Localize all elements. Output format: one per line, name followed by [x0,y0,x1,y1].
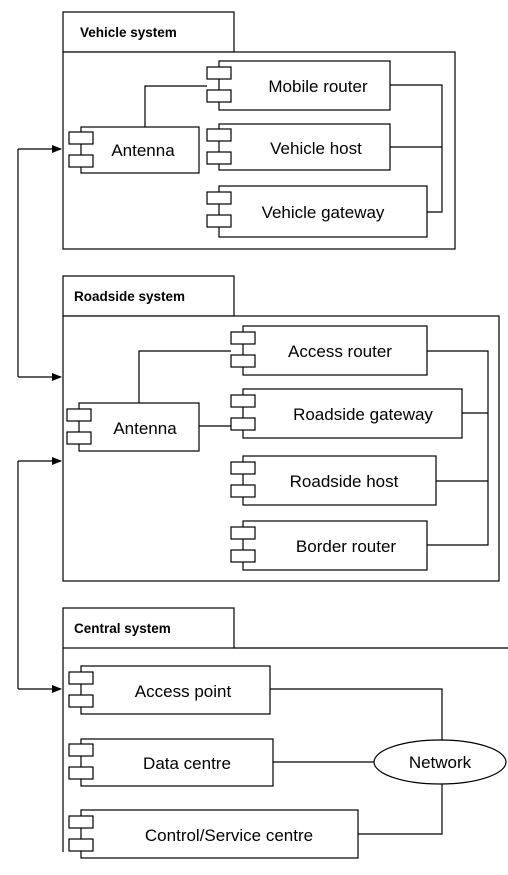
access-router-component[interactable]: Access router [230,325,428,376]
access-router-label: Access router [288,342,392,361]
control-centre-label: Control/Service centre [145,826,313,845]
vehicle-mobile-router-component[interactable]: Mobile router [206,60,391,111]
roadside-system-title: Roadside system [74,289,185,304]
vehicle-host-component[interactable]: Vehicle host [206,123,391,171]
vehicle-gateway-component[interactable]: Vehicle gateway [206,185,428,238]
vehicle-antenna-label: Antenna [111,141,175,160]
access-point-label: Access point [135,682,232,701]
vehicle-connectors [144,84,443,213]
central-connectors [270,688,443,835]
roadside-host-label: Roadside host [290,472,399,491]
vehicle-gateway-label: Vehicle gateway [262,203,385,222]
roadside-antenna-label: Antenna [113,419,177,438]
network-node[interactable]: Network [373,739,507,785]
roadside-host-component[interactable]: Roadside host [230,455,437,506]
central-system-title: Central system [74,621,171,636]
control-service-centre-component[interactable]: Control/Service centre [68,809,359,859]
vehicle-system-title: Vehicle system [80,25,177,40]
roadside-gateway-component[interactable]: Roadside gateway [230,388,463,439]
border-router-component[interactable]: Border router [230,520,428,571]
roadside-gateway-label: Roadside gateway [293,405,433,424]
inter-system-links [17,145,62,693]
mobile-router-label: Mobile router [268,77,368,96]
data-centre-label: Data centre [143,754,231,773]
roadside-system-tab [62,275,235,317]
access-point-component[interactable]: Access point [68,665,271,715]
roadside-connectors [138,350,489,546]
data-centre-component[interactable]: Data centre [68,738,274,787]
border-router-label: Border router [296,537,396,556]
vehicle-antenna-component[interactable]: Antenna [68,126,200,174]
network-label: Network [409,753,472,772]
central-system-tab [62,607,235,649]
vehicle-system-tab [62,11,235,53]
roadside-antenna-component[interactable]: Antenna [66,402,200,452]
central-system-package: Central system [62,607,508,852]
vehicle-host-label: Vehicle host [270,139,362,158]
